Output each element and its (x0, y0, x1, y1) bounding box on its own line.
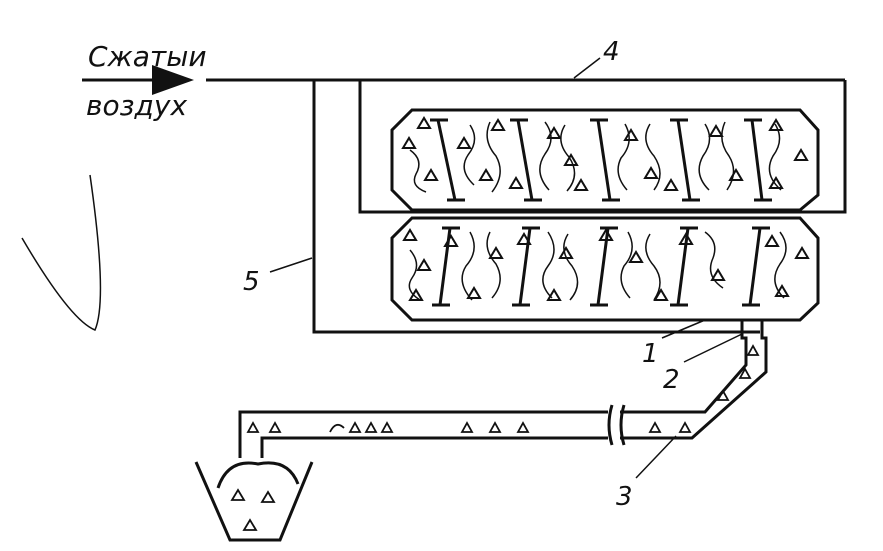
upper-tray (390, 108, 820, 212)
upper-dividers (430, 118, 772, 202)
label-number-5: 5 (243, 267, 260, 297)
lower-particles (402, 228, 810, 301)
air-label-line1: Сжатыи (88, 40, 207, 73)
air-supply-pipe (206, 78, 847, 334)
hopper-particles (230, 488, 276, 531)
pencil-mark (21, 174, 102, 331)
discharge-pipe (620, 318, 768, 440)
compressed-air-label: Сжатыи воздух (82, 40, 207, 122)
label-number-2: 2 (663, 365, 680, 395)
upper-particles (401, 116, 809, 191)
air-label-line2: воздух (86, 89, 187, 122)
lower-tray (390, 216, 820, 322)
upper-flow-lines (409, 121, 782, 193)
label-number-4: 4 (603, 37, 620, 67)
receiving-hopper (194, 461, 314, 542)
pipe-particles (246, 344, 760, 433)
transport-pipe (238, 404, 626, 458)
leader-lines (269, 57, 743, 479)
label-number-3: 3 (616, 482, 633, 512)
label-number-1: 1 (642, 339, 659, 369)
lower-flow-lines (408, 231, 787, 301)
lower-dividers (432, 226, 770, 307)
